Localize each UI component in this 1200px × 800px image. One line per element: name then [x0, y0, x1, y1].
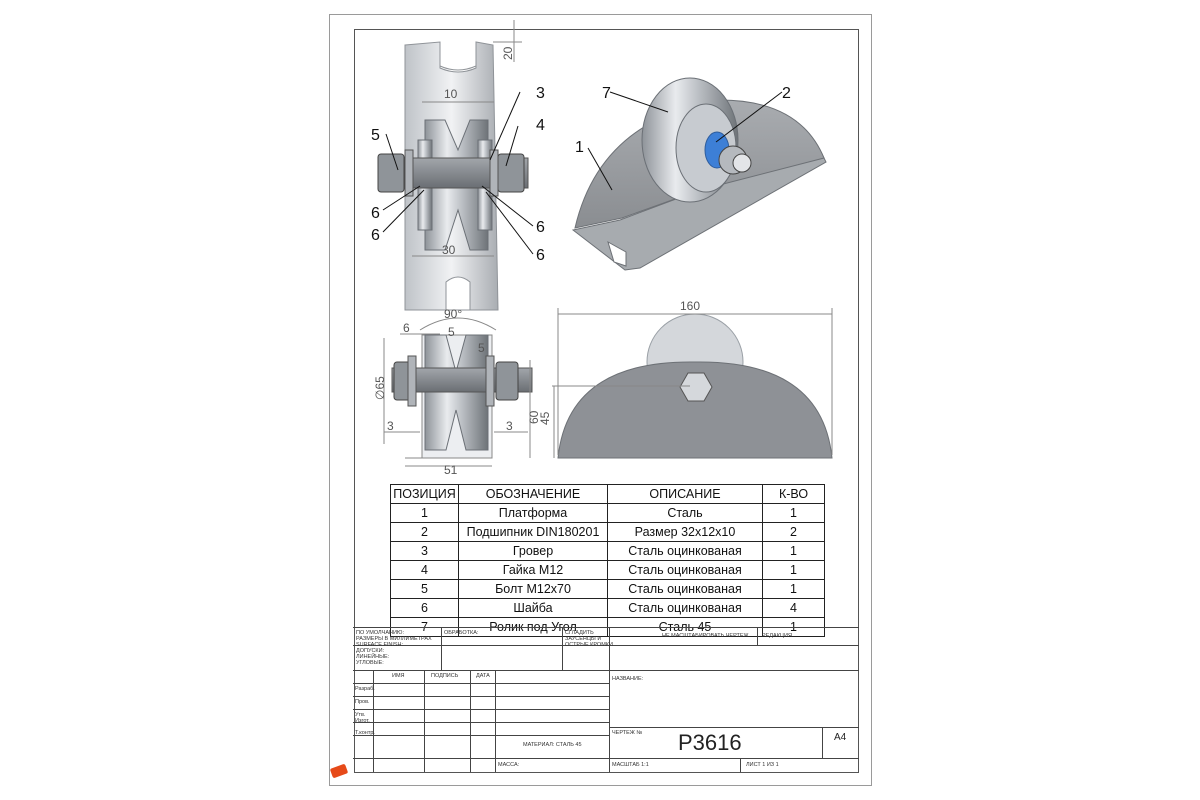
dim-51: 51 [444, 463, 458, 477]
isometric-view: 7 2 1 [571, 77, 827, 271]
tb-drawing-number: P3616 [678, 730, 742, 755]
side-view: 90° 6 5 5 ∅65 3 3 60 51 [373, 307, 541, 477]
dim-30: 30 [442, 243, 456, 257]
bom-cell: 1 [762, 503, 825, 523]
front-view: 20 10 30 3 4 5 6 6 6 6 [371, 20, 545, 311]
dim-160: 160 [680, 299, 700, 313]
bom-cell: Подшипник DIN180201 [458, 522, 608, 542]
callout-6b: 6 [371, 227, 380, 244]
bom-cell: 1 [390, 503, 459, 523]
bom-cell: 5 [390, 579, 459, 599]
bom-cell: 2 [762, 522, 825, 542]
bom-cell: Сталь оцинкованая [607, 579, 763, 599]
dim-20: 20 [501, 46, 515, 60]
bom-cell: Гайка М12 [458, 560, 608, 580]
callout-6d: 6 [536, 247, 545, 264]
dim-90deg: 90° [444, 307, 462, 321]
bom-cell: 2 [390, 522, 459, 542]
bom-cell: 4 [390, 560, 459, 580]
bom-cell: Сталь оцинкованая [607, 541, 763, 561]
callout-6c: 6 [536, 219, 545, 236]
tb-sheet-size: A4 [834, 732, 847, 743]
callout-6a: 6 [371, 205, 380, 222]
bom-cell: Шайба [458, 598, 608, 618]
tb-role-control: Т.контр. [355, 730, 375, 736]
bom-cell: Сталь оцинкованая [607, 560, 763, 580]
tb-no-scale: НЕ МАСШТАБИРОВАТЬ ЧЕРТЕЖ [662, 633, 749, 639]
bom-cell: 4 [762, 598, 825, 618]
profile-view: 160 45 [538, 299, 833, 459]
tb-scale: МАСШТАБ 1:1 [612, 762, 649, 768]
tb-title-label: НАЗВАНИЕ: [612, 676, 644, 682]
tb-col-date: ДАТА [476, 673, 490, 679]
bom-cell: 1 [762, 560, 825, 580]
dim-3a: 3 [387, 419, 394, 433]
dim-3b: 3 [506, 419, 513, 433]
callout-3: 3 [536, 85, 545, 102]
dim-45: 45 [538, 411, 552, 425]
callout-4: 4 [536, 117, 545, 134]
bom-cell: Размер 32х12х10 [607, 522, 763, 542]
dim-6: 6 [403, 321, 410, 335]
tb-revision: РЕДАКЦИЯ [762, 633, 792, 639]
dim-10: 10 [444, 87, 458, 101]
callout-5: 5 [371, 127, 380, 144]
dim-5a: 5 [448, 325, 455, 339]
bom-cell: 1 [762, 579, 825, 599]
bom-header-qty: К-ВО [762, 484, 825, 504]
tb-col-name: ИМЯ [392, 673, 405, 679]
dim-5b: 5 [478, 341, 485, 355]
tb-processing: ОБРАБОТКА: [444, 630, 479, 636]
callout-2: 2 [782, 85, 791, 102]
tb-role-checked: Пров. [355, 699, 370, 705]
bom-cell: 1 [762, 541, 825, 561]
tb-deburr: СГЛАДИТЬ ЗАУСЕНЦЫ И ОСТРЫЕ КРОМКИ [565, 630, 613, 648]
tb-drawing-no-label: ЧЕРТЕЖ № [612, 730, 643, 736]
tb-role-developer: Разраб. [355, 686, 375, 692]
callout-1: 1 [575, 139, 584, 156]
tb-material: МАТЕРИАЛ: СТАЛЬ 45 [523, 742, 582, 748]
tb-role-manufactured: Изгот. [355, 718, 370, 724]
drawing-frame [354, 29, 859, 773]
bom-cell: Гровер [458, 541, 608, 561]
bom-cell: Сталь [607, 503, 763, 523]
tb-mass: МАССА: [498, 762, 520, 768]
bom-cell: 6 [390, 598, 459, 618]
tb-col-sign: ПОДПИСЬ [431, 673, 459, 679]
bom-cell: Болт М12х70 [458, 579, 608, 599]
bom-header-description: ОПИСАНИЕ [607, 484, 763, 504]
bom-header-designation: ОБОЗНАЧЕНИЕ [458, 484, 608, 504]
bom-cell: Сталь оцинкованая [607, 598, 763, 618]
tb-sheet: ЛИСТ 1 ИЗ 1 [746, 762, 779, 768]
tb-defaults: ПО УМОЛЧАНИЮ: РАЗМЕРЫ В МИЛЛИМЕТРАХ SURF… [356, 630, 432, 666]
callout-7: 7 [602, 85, 611, 102]
tb-role-approved: Утв. [355, 712, 366, 718]
bom-cell: Платформа [458, 503, 608, 523]
bom-header-position: ПОЗИЦИЯ [390, 484, 459, 504]
dim-phi65: ∅65 [373, 376, 387, 400]
dim-60: 60 [527, 410, 541, 424]
bom-cell: 3 [390, 541, 459, 561]
